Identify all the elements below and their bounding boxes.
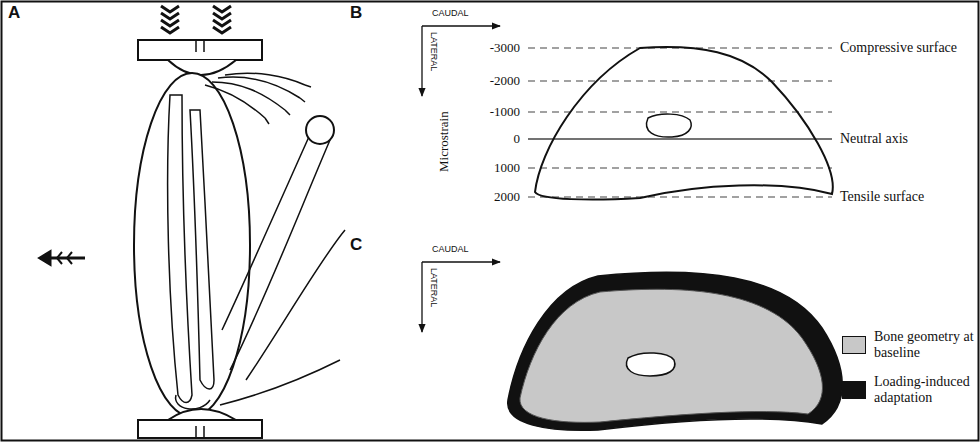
marrow-cavity [647,114,692,137]
marrow-cavity [626,353,674,376]
tick-label: 2000 [494,190,520,204]
legend-swatch [842,381,866,399]
axis-direction: LATERAL [428,268,438,307]
axis-direction: LATERAL [428,32,438,71]
axis-title: Microstrain [437,111,451,172]
legend-swatch [842,336,866,354]
tick-label: -2000 [490,74,520,88]
axis-direction: CAUDAL [432,245,469,255]
axis-direction: CAUDAL [432,9,469,19]
surface-label: Tensile surface [840,189,924,204]
panel-letter: B [350,4,362,23]
tick-label: 1000 [494,161,520,175]
legend-label: Bone geometry at baseline [874,329,974,361]
bone-cross-section [535,47,833,200]
baseline-bone-section [520,289,823,422]
panel-letter: A [8,4,20,23]
adapted-bone-section [508,272,843,430]
tick-label: 0 [514,132,521,146]
legend-label: Loading-induced adaptation [874,374,974,406]
tick-label: -1000 [490,105,520,119]
loading-apparatus [40,6,345,438]
strain-axes [422,26,500,332]
surface-label: Compressive surface [840,40,957,55]
tick-label: -3000 [490,41,520,55]
surface-label: Neutral axis [840,131,908,146]
strain-gridlines [528,48,832,197]
panel-letter: C [350,236,362,255]
